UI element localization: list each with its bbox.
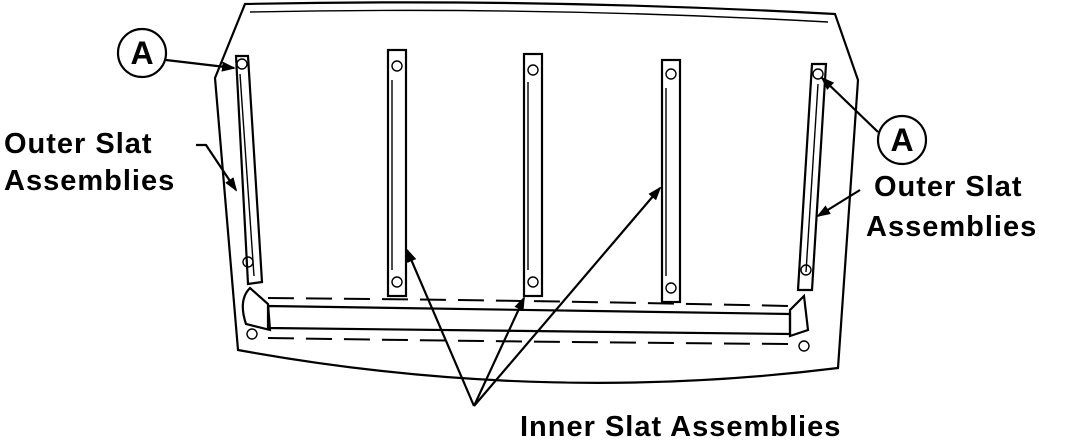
callout-a-right: A: [820, 76, 928, 166]
front-cross-brace: [241, 286, 810, 345]
inner-slat-1: [386, 48, 408, 298]
outer-slat-left: [234, 54, 264, 340]
callout-a-left: A: [116, 27, 236, 79]
outer-right-label-line1: Outer Slat: [874, 171, 1023, 203]
outer-left-label-line1: Outer Slat: [4, 128, 153, 160]
outer-left-label-line2: Assemblies: [4, 165, 175, 197]
hood-panel: [213, 1, 860, 384]
inner-slat-2: [522, 52, 544, 298]
inner-label: Inner Slat Assemblies: [520, 411, 841, 442]
outer-slat-right: [796, 62, 828, 352]
callout-a-left-letter: A: [130, 35, 153, 71]
outer-slat-left-label: Outer Slat Assemblies: [4, 128, 238, 197]
inner-slat-label: Inner Slat Assemblies: [405, 186, 841, 442]
callout-a-right-letter: A: [890, 122, 913, 158]
outer-slat-right-label: Outer Slat Assemblies: [816, 171, 1037, 243]
hood-panel-inner-edge: [249, 9, 829, 23]
outer-right-label-line2: Assemblies: [866, 211, 1037, 243]
inner-slat-3: [660, 58, 682, 304]
